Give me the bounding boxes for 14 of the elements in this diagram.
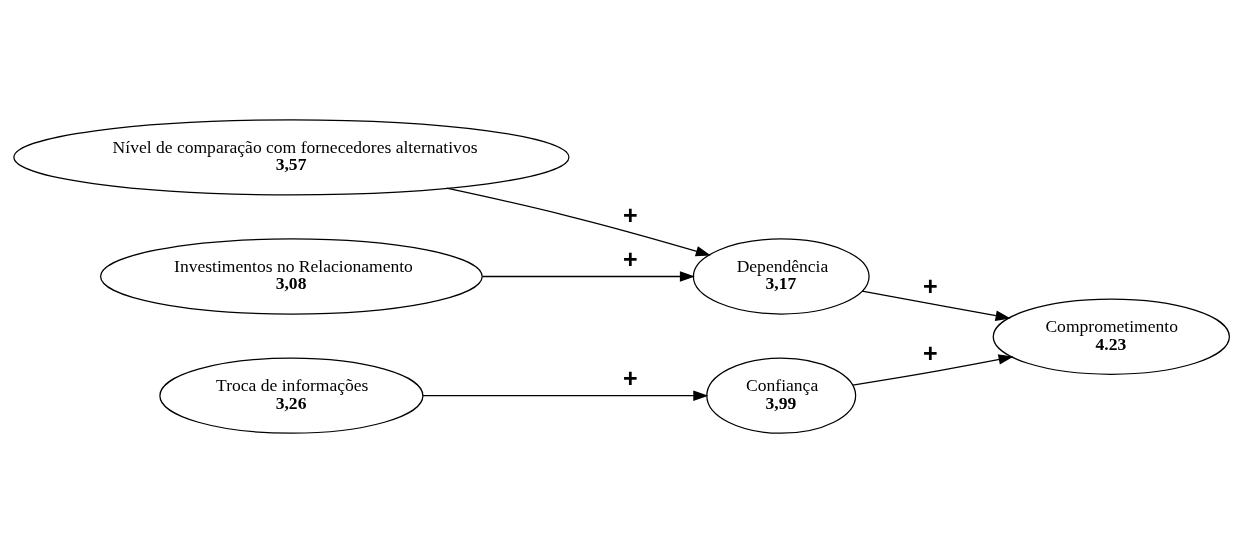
arrow	[481, 270, 695, 282]
node-ellipse: Troca de informações 3,26	[159, 357, 424, 434]
node-ellipse: Nível de comparação com fornecedores alternativos 3,57	[13, 118, 570, 195]
edge-label: +	[923, 271, 938, 300]
edge-label: +	[623, 244, 638, 273]
node-ellipse: Confiança 3,99	[706, 357, 857, 434]
node-ellipse: Investimentos no Relacionamento 3,08	[99, 237, 483, 315]
arrow	[861, 290, 1011, 321]
arrow	[446, 187, 711, 256]
arrow	[852, 353, 1014, 386]
arrow	[422, 389, 709, 401]
edge-label: +	[623, 200, 638, 229]
edge-label: +	[623, 363, 638, 392]
edge-label: +	[923, 338, 938, 367]
